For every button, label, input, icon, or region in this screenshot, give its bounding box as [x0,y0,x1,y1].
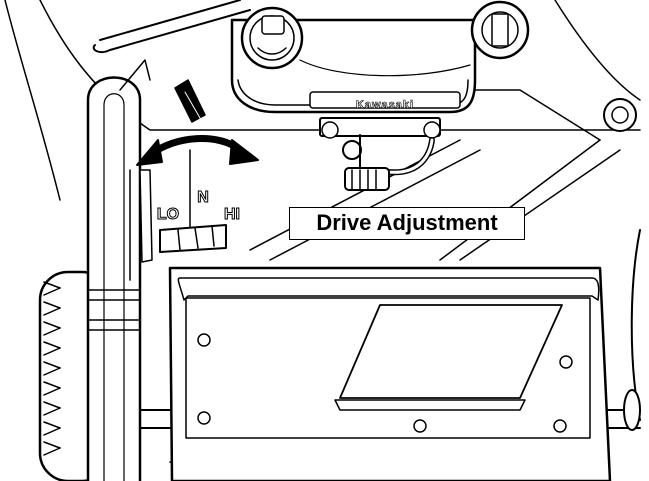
drive-cable [319,117,441,191]
drive-lever [129,79,227,281]
engine [230,0,530,114]
drive-adjustment-callout: Drive Adjustment [289,207,525,240]
speed-label-n: N [197,189,209,206]
right-wheel [623,229,641,431]
engine-brand-text: Kawasaki [356,99,414,111]
adjust-arrow-icon [136,135,259,166]
speed-label-hi: HI [224,206,240,223]
rear-chute [168,266,612,481]
handle-bar [86,59,151,481]
bolt [603,98,637,132]
speed-label-lo: LO [157,206,179,223]
